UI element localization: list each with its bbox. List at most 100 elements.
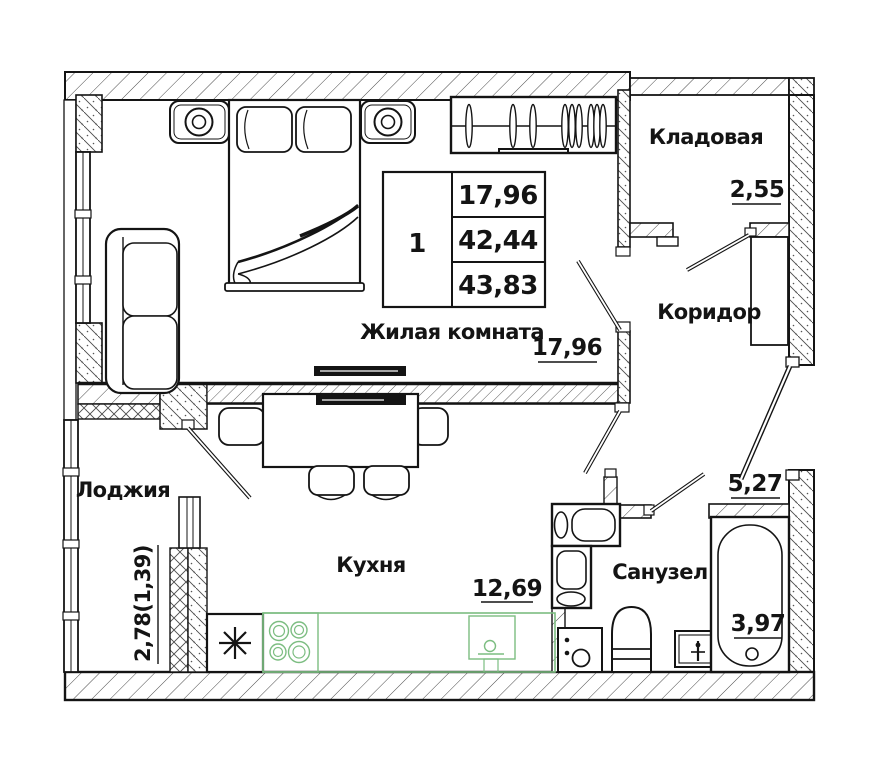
dining-table bbox=[261, 392, 420, 469]
wall-bath-stub-cap bbox=[604, 468, 617, 478]
hanger-icon bbox=[561, 103, 569, 149]
pillow bbox=[295, 106, 352, 153]
legend-area-without-loggia: 42,44 bbox=[458, 226, 538, 256]
lamp-circle-icon bbox=[373, 107, 403, 137]
hanger-icon bbox=[529, 103, 537, 149]
door-leaf-balcony-inner bbox=[187, 427, 251, 499]
hand-sink-tap-dot bbox=[695, 642, 701, 648]
chair bbox=[218, 407, 266, 446]
room-label-bathroom: Санузел bbox=[612, 560, 707, 584]
wall-bath-stub bbox=[603, 476, 618, 507]
legend-table: 1 17,96 42,44 43,83 bbox=[381, 170, 547, 309]
fridge-star-icon bbox=[219, 627, 251, 659]
room-label-loggia: Лоджия bbox=[76, 478, 170, 502]
bathtub bbox=[709, 515, 791, 674]
window-tick bbox=[62, 467, 80, 477]
bath-cabinet-shelf bbox=[556, 591, 586, 607]
washing-machine-door bbox=[571, 648, 591, 668]
lamp-circle-icon bbox=[184, 107, 214, 137]
door-leaf-living-inner bbox=[577, 260, 621, 331]
door-jamb bbox=[615, 246, 631, 257]
wardrobe-door-step bbox=[498, 148, 569, 153]
blanket-shade bbox=[299, 204, 360, 238]
window-tick bbox=[74, 209, 92, 219]
window-balcony-block bbox=[178, 496, 201, 549]
stove-burners-icon bbox=[287, 640, 311, 664]
wall-living-corridor-upper bbox=[617, 89, 631, 248]
legend-living-area: 17,96 bbox=[458, 181, 538, 211]
kitchen-sink bbox=[468, 615, 516, 660]
wall-loggia-kitchen-b bbox=[187, 547, 208, 673]
room-label-corridor: Коридор bbox=[657, 300, 761, 324]
kitchen-sink-tap bbox=[483, 639, 497, 653]
bed-footboard bbox=[224, 282, 365, 292]
nightstand-right-inner bbox=[364, 104, 412, 140]
chair bbox=[308, 465, 355, 496]
kitchen-furniture bbox=[205, 392, 556, 674]
door-jamb bbox=[785, 356, 800, 368]
door-hinge bbox=[181, 419, 195, 430]
window-tick bbox=[62, 611, 80, 621]
room-label-storage: Кладовая bbox=[649, 125, 763, 149]
corridor-furniture bbox=[750, 236, 789, 346]
hanger-icon bbox=[465, 103, 473, 149]
hanger-icon bbox=[575, 103, 583, 149]
stove bbox=[262, 612, 319, 673]
lamp-circle-icon bbox=[380, 114, 396, 130]
pillow-crease bbox=[303, 109, 309, 150]
stove-burners-icon bbox=[268, 620, 290, 642]
stove-burners-icon bbox=[290, 621, 308, 639]
washing-machine-knob bbox=[564, 650, 570, 656]
wall-left-block-bottom bbox=[75, 322, 103, 384]
window-tick bbox=[62, 539, 80, 549]
room-area-loggia: 2,78(1,39) bbox=[131, 545, 155, 662]
sofa-cushion bbox=[122, 315, 178, 390]
door-leaf-entrance-inner bbox=[739, 365, 792, 480]
storage-shelf bbox=[656, 236, 679, 247]
stove-burners-icon bbox=[292, 645, 306, 659]
nightstand-left bbox=[169, 100, 230, 144]
bathtub-drain bbox=[745, 647, 759, 661]
room-labels: Кладовая 2,55 Коридор 5,27 Жилая комната… bbox=[76, 125, 786, 664]
sofa-cushion bbox=[122, 242, 178, 317]
bath-vanity bbox=[550, 502, 622, 548]
kitchen-sink-cabinet bbox=[483, 658, 499, 673]
wall-right-lower bbox=[788, 469, 815, 701]
bathroom-furniture bbox=[550, 502, 791, 674]
kitchen-counter bbox=[262, 612, 556, 673]
washing-machine-knob bbox=[564, 637, 570, 643]
pillow bbox=[236, 106, 293, 153]
doors bbox=[181, 227, 800, 516]
room-area-corridor: 5,27 bbox=[728, 471, 783, 497]
hanger-icon bbox=[599, 103, 607, 149]
wall-right-upper bbox=[788, 94, 815, 366]
legend-flat-number: 1 bbox=[408, 229, 426, 259]
wall-storage-bottom-left bbox=[629, 222, 674, 238]
living-room-furniture bbox=[104, 95, 618, 395]
room-area-kitchen: 12,69 bbox=[472, 576, 542, 602]
chair-foot bbox=[316, 494, 346, 501]
bathtub-inner bbox=[717, 524, 783, 667]
room-label-kitchen: Кухня bbox=[336, 553, 405, 577]
door-jamb bbox=[785, 469, 800, 481]
door-hinge bbox=[614, 402, 630, 413]
nightstand-right bbox=[360, 100, 416, 144]
wall-top-storage bbox=[629, 77, 790, 96]
blanket-fold bbox=[237, 216, 359, 275]
stove-burners-icon bbox=[269, 643, 287, 661]
toilet bbox=[611, 605, 652, 671]
door-leaf-kitchen-inner bbox=[584, 410, 621, 474]
wall-bottom-exterior bbox=[63, 670, 816, 702]
wall-loggia-kitchen-a bbox=[169, 547, 189, 673]
nightstand-left-inner bbox=[173, 104, 226, 140]
wall-left-block-top bbox=[75, 94, 103, 153]
door-leaf-storage-inner bbox=[686, 234, 750, 271]
wall-top-exterior bbox=[64, 71, 631, 101]
legend-total-area: 43,83 bbox=[458, 271, 538, 301]
stove-burners-icon bbox=[293, 624, 305, 636]
pillow-crease bbox=[244, 109, 250, 150]
wall-living-corridor-pier bbox=[617, 330, 631, 404]
room-area-living: 17,96 bbox=[532, 335, 602, 361]
